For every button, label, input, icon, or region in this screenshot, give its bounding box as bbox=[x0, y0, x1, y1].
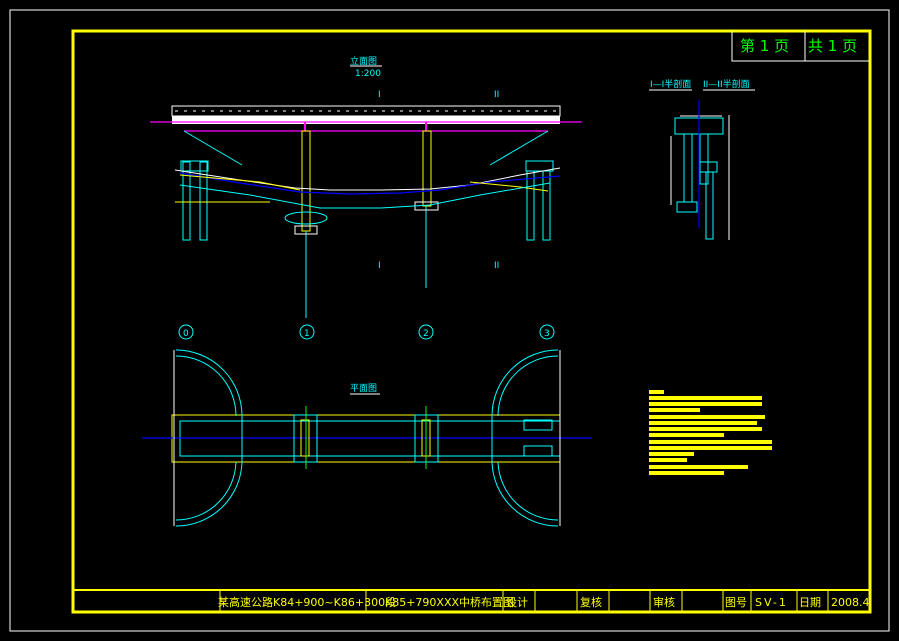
drawing-no: SV-1 bbox=[755, 596, 788, 609]
svg-text:1: 1 bbox=[304, 329, 310, 339]
drawing-name: K85+790XXX中桥布置图 bbox=[385, 596, 514, 609]
drawing-frame bbox=[71, 29, 872, 614]
elevation-view: 立面图 1:200 I II I II bbox=[150, 55, 582, 318]
page-number: 第 1 页 bbox=[740, 37, 789, 55]
review-label: 复核 bbox=[580, 595, 602, 609]
cross-sections: I—I半剖面 II—II半剖面 bbox=[649, 78, 755, 240]
svg-text:2: 2 bbox=[423, 329, 429, 339]
section-mark-1-top: I bbox=[378, 90, 381, 100]
section-mark-2-bottom: II bbox=[494, 261, 499, 271]
outer-border bbox=[9, 9, 890, 632]
date-label: 日期 bbox=[799, 596, 821, 609]
plan-title: 平面图 bbox=[350, 383, 377, 394]
plan-view: 0 1 2 3 平面图 bbox=[142, 324, 592, 527]
design-label: 设计 bbox=[506, 596, 528, 609]
page-total: 共 1 页 bbox=[808, 37, 857, 55]
section-mark-2-top: II bbox=[494, 90, 499, 100]
title-block: 某高速公路K84+900~K86+300段 K85+790XXX中桥布置图 设计… bbox=[73, 589, 870, 612]
svg-text:3: 3 bbox=[544, 329, 550, 339]
elevation-title: 立面图 bbox=[350, 55, 377, 67]
drawing-no-label: 图号 bbox=[725, 596, 747, 609]
page-box: 第 1 页 共 1 页 bbox=[731, 31, 870, 62]
svg-text:0: 0 bbox=[183, 329, 189, 339]
notes-block bbox=[649, 390, 772, 475]
project-name: 某高速公路K84+900~K86+300段 bbox=[218, 595, 396, 609]
section-title-1: I—I半剖面 bbox=[650, 78, 691, 90]
elevation-scale: 1:200 bbox=[355, 69, 381, 79]
date-value: 2008.4 bbox=[831, 596, 870, 609]
bridge-deck bbox=[172, 116, 560, 124]
approve-label: 审核 bbox=[653, 595, 675, 609]
section-title-2: II—II半剖面 bbox=[703, 78, 750, 90]
section-mark-1-bottom: I bbox=[378, 261, 381, 271]
axis-markers: 0 1 2 3 bbox=[178, 324, 555, 340]
